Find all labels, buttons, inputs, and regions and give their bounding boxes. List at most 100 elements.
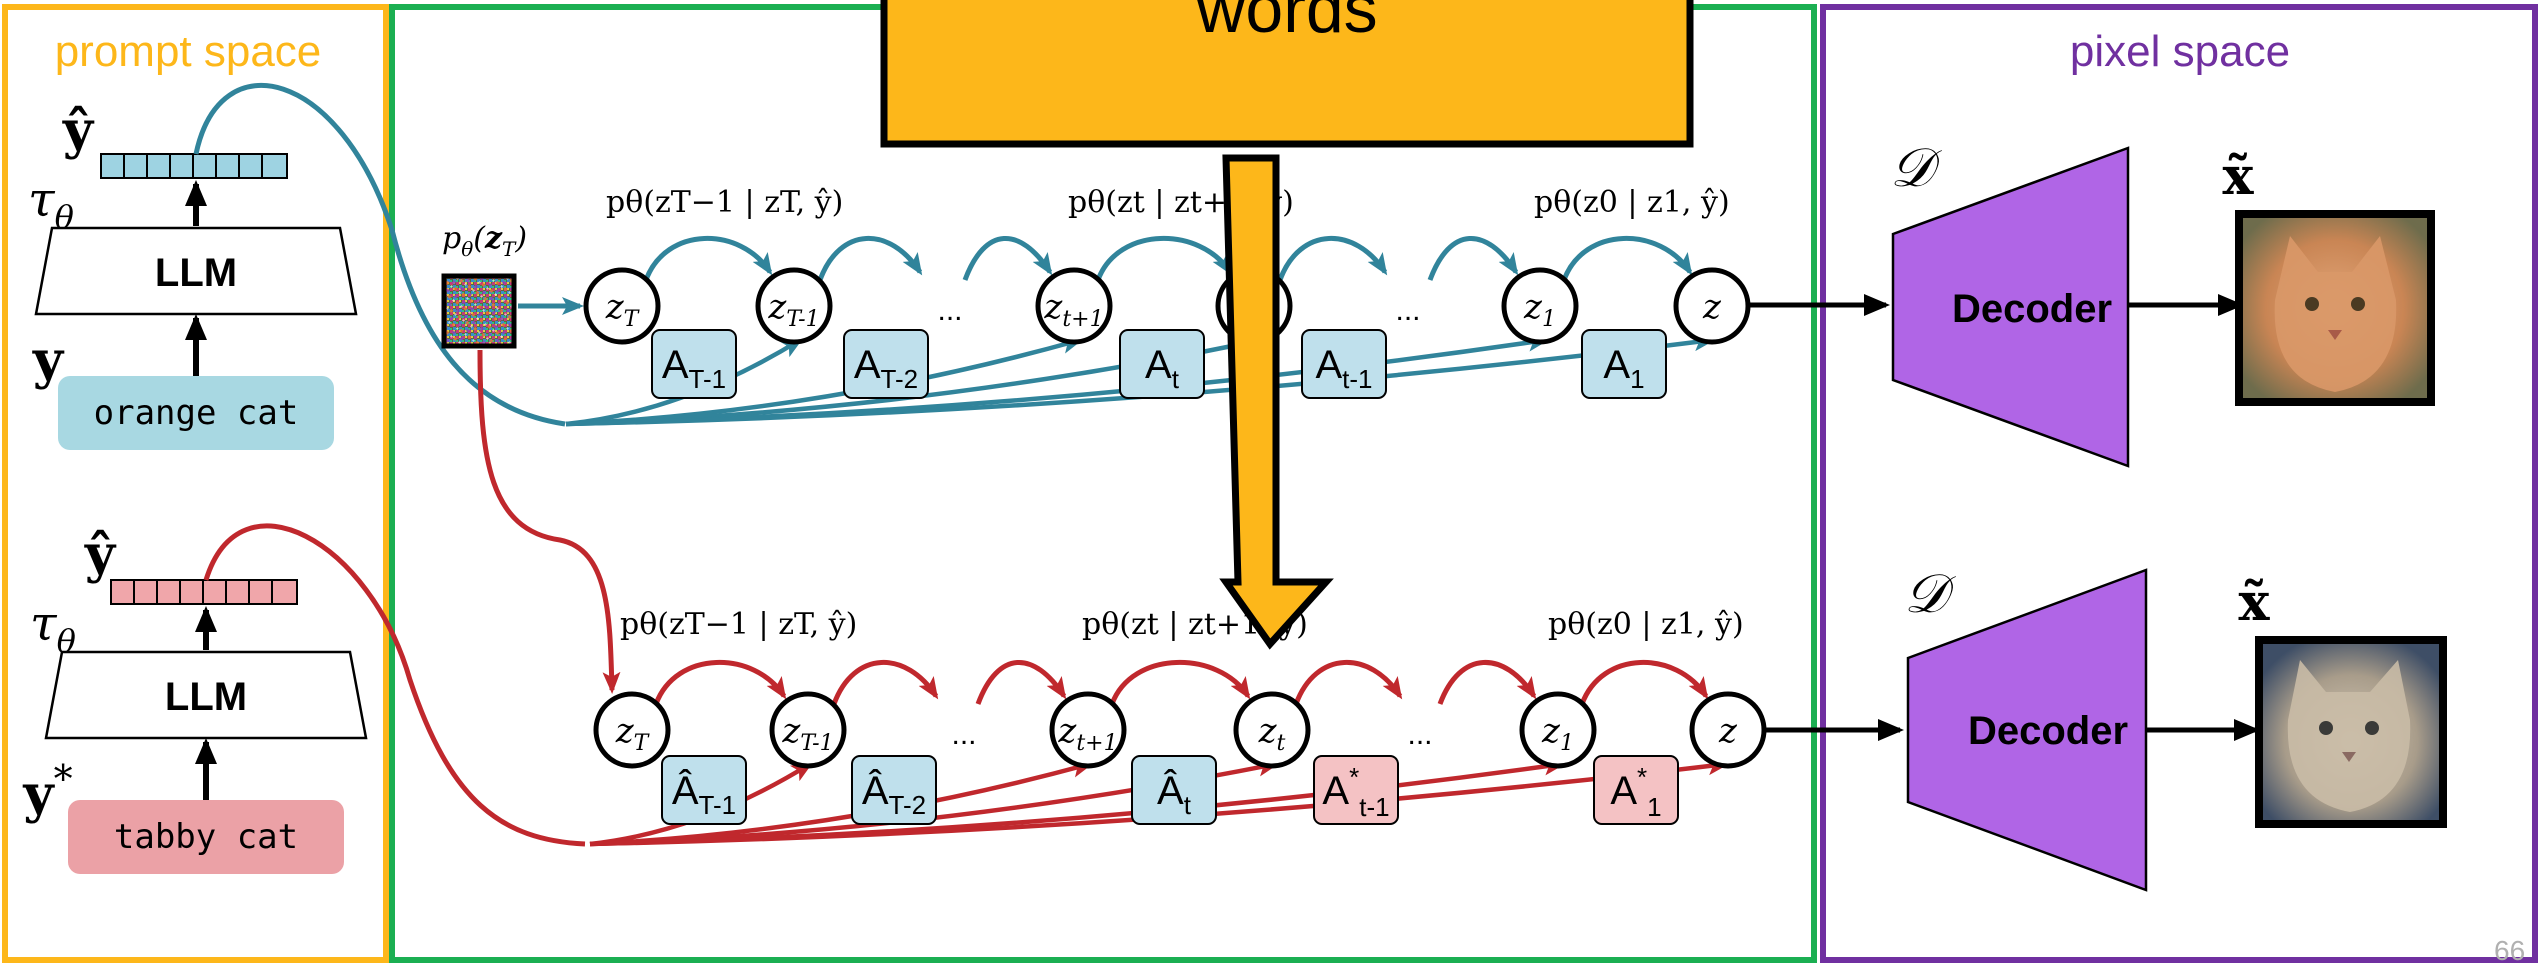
latent-node (583, 267, 661, 345)
latent-node (769, 691, 847, 769)
attention-map-label: At (1145, 343, 1180, 394)
llm-label: LLM (165, 675, 247, 719)
decoder-label: Decoder (1952, 287, 2112, 331)
noise-image (441, 273, 517, 349)
prompt-text: orange cat (94, 393, 299, 433)
decoder-symbol: 𝒟 (1890, 136, 1942, 199)
noise-to-bottom-arrow (477, 349, 621, 694)
attention-map-label: Ât (1157, 768, 1192, 820)
denoise-step-arrow (1579, 660, 1709, 705)
transition-label: pθ(z0 | z1, ŷ) (1534, 185, 1730, 220)
attention-map-label: A1 (1603, 343, 1644, 394)
decoder-top: 𝒟 Decoder x̃ (1748, 136, 2435, 468)
denoise-step-arrow (1437, 659, 1537, 705)
denoise-step-arrow (1109, 659, 1251, 705)
pixel-space-panel (1820, 4, 2538, 963)
attention-map-label: ÂT-1 (672, 768, 736, 820)
denoise-step-arrow (975, 659, 1067, 705)
tau-theta-symbol: τθ (28, 172, 74, 236)
attention-map-label: At-1 (1315, 343, 1372, 394)
denoise-step-arrow (1427, 235, 1519, 281)
words-down-arrow (1219, 154, 1334, 650)
ellipsis: ... (937, 294, 962, 327)
latent-node (1233, 691, 1311, 769)
denoise-step-arrow (643, 236, 773, 281)
prompt-space-label: prompt space (55, 27, 322, 76)
pixel-space-label: pixel space (2070, 27, 2290, 76)
decoder-label: Decoder (1968, 709, 2128, 753)
prompt-text-box (58, 376, 334, 450)
latent-node (1035, 267, 1113, 345)
latent-node-label: zT (605, 287, 641, 332)
ellipsis: ... (951, 718, 976, 751)
attention-map-label: A*1 (1610, 762, 1661, 822)
prompt-text-box (68, 800, 344, 874)
latent-node-label: z1 (1541, 711, 1574, 756)
denoise-step-arrow (1095, 236, 1233, 281)
y-star-symbol: y* (22, 757, 72, 825)
denoise-step-arrow (1561, 236, 1693, 281)
y-symbol: y (32, 330, 65, 391)
attention-map-box (1119, 329, 1205, 399)
attention-map-box (843, 329, 929, 399)
attention-map-box (651, 329, 737, 399)
attention-map-box (1301, 329, 1387, 399)
latent-node (1519, 691, 1597, 769)
diffusion-row-top: pθ(zT−1 | zT, ŷ)pθ(zt | zt+1, ŷ)pθ(z0 | … (565, 185, 1751, 427)
ellipsis: ... (1395, 294, 1420, 327)
attention-map-box (1581, 329, 1667, 399)
output-x-symbol: x̃ (2222, 146, 2254, 207)
latent-node (1049, 691, 1127, 769)
prompt-bottom: ŷ τθ LLM y* tabby cat (22, 524, 368, 874)
output-image-tabby-cat (2255, 636, 2447, 828)
denoise-step-arrow (1293, 659, 1403, 705)
attention-map-box (1593, 755, 1679, 825)
attention-map-box (851, 755, 937, 825)
latent-node (593, 691, 671, 769)
llm-box (44, 650, 368, 740)
output-x-symbol: x̃ (2238, 572, 2270, 633)
embedding-vector (100, 153, 288, 179)
latent-node (1501, 267, 1579, 345)
denoise-step-arrow (831, 659, 939, 705)
latent-node-label: zT-1 (781, 711, 833, 756)
embedding-vector (110, 579, 298, 605)
transition-label: pθ(zT−1 | zT, ŷ) (606, 185, 843, 220)
output-image-orange-cat (2235, 210, 2435, 406)
page-number: 66 (2494, 935, 2525, 963)
denoise-step-arrow (653, 660, 787, 705)
attention-map-label: AT-1 (662, 343, 726, 394)
llm-box (34, 226, 358, 316)
y-hat-symbol: ŷ (62, 100, 95, 161)
latent-node-label: z1 (1523, 287, 1556, 332)
latent-node-label: z (1718, 711, 1738, 751)
latent-node-label: z (1702, 287, 1722, 327)
transition-label: pθ(zT−1 | zT, ŷ) (620, 607, 857, 642)
decoder-trapezoid (1891, 146, 2130, 468)
prompt-space-panel (2, 4, 389, 963)
latent-node-label: zt+1 (1057, 711, 1117, 756)
prompt-text: tabby cat (114, 817, 298, 857)
noise-label: pθ(zT) (442, 221, 527, 261)
latent-node-label: zT-1 (767, 287, 819, 332)
latent-node-label: zt+1 (1043, 287, 1103, 332)
attention-map-label: ÂT-2 (862, 768, 926, 820)
attention-map-box (1313, 755, 1399, 825)
decoder-symbol: 𝒟 (1904, 562, 1956, 625)
attention-map-label: AT-2 (854, 343, 918, 394)
tau-theta-symbol: τθ (30, 596, 76, 660)
llm-label: LLM (155, 251, 237, 295)
latent-node-label: zt (1258, 711, 1286, 756)
attention-map-box (1131, 755, 1217, 825)
latent-node-label: zT (615, 711, 651, 756)
diffusion-row-bottom: pθ(zT−1 | zT, ŷ)pθ(zt | zt+1, ŷ)pθ(z0 | … (589, 607, 1767, 847)
prompt-top: ŷ τθ LLM y orange cat (28, 100, 358, 450)
transition-label: pθ(z0 | z1, ŷ) (1548, 607, 1744, 642)
decoder-trapezoid (1906, 568, 2148, 892)
words-banner-text: words (1195, 0, 1377, 47)
denoise-step-arrow (962, 235, 1053, 281)
latent-node (755, 267, 833, 345)
decoder-bottom: 𝒟 Decoder x̃ (1762, 562, 2447, 892)
ellipsis: ... (1407, 718, 1432, 751)
